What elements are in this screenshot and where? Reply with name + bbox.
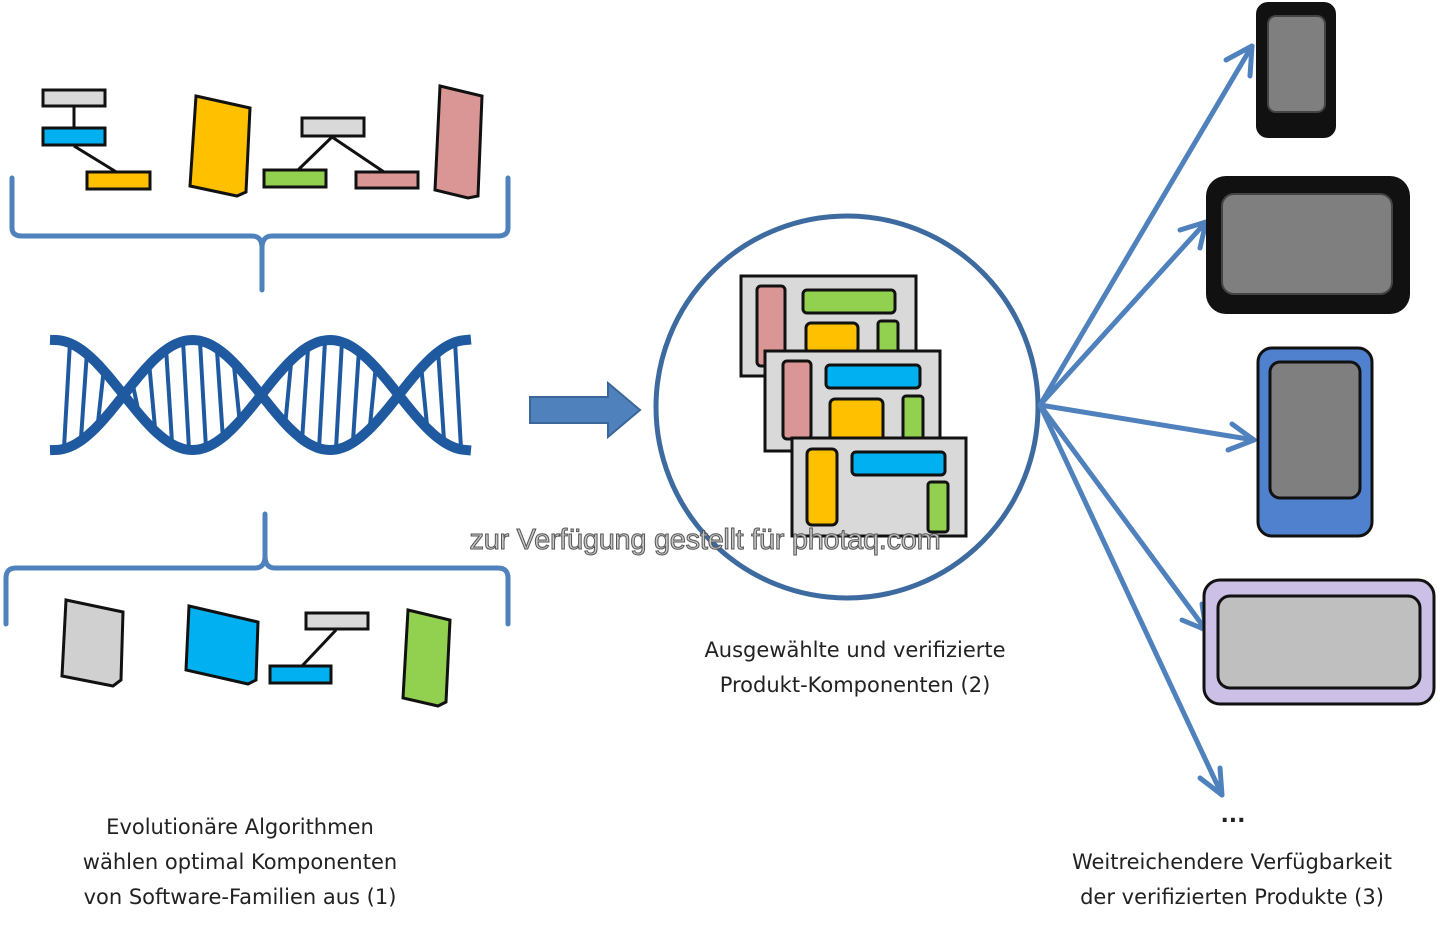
caption-line: Weitreichendere Verfügbarkeit [1071, 850, 1393, 874]
component-tree-icon [262, 116, 420, 190]
product-screens-icon [739, 274, 968, 538]
document-icon [401, 608, 452, 708]
dna-rung [283, 363, 293, 427]
dna-rung [164, 347, 174, 443]
component-tree-icon [41, 88, 152, 191]
caption-line: der verifizierten Produkte (3) [1080, 885, 1384, 909]
dna-rung [317, 340, 327, 450]
selection-circle [653, 213, 1041, 601]
document-icon [60, 598, 125, 688]
caption-line: Evolutionäre Algorithmen [106, 815, 374, 839]
bottom-brace [3, 511, 511, 627]
document-icon [188, 94, 252, 198]
dna-rung [368, 364, 378, 426]
caption-line: Ausgewählte und verifizierte [704, 638, 1006, 662]
caption-step-2: Ausgewählte und verifizierte Produkt-Kom… [655, 633, 1055, 703]
dna-icon [49, 334, 472, 456]
dna-rung [436, 349, 446, 441]
dna-rung [62, 341, 72, 449]
document-icon [433, 84, 484, 200]
smartphone-icon [1256, 2, 1336, 138]
laptop-screen-icon [1202, 578, 1436, 706]
component-tree-icon [268, 611, 370, 685]
tablet-icon [1206, 176, 1410, 314]
dna-rung [147, 361, 157, 429]
dna-rung [300, 348, 310, 442]
caption-line: Produkt-Komponenten (2) [719, 673, 991, 697]
distribution-arrows [1037, 43, 1257, 798]
dna-rung [181, 340, 191, 450]
dna-rung [334, 341, 344, 449]
ellipsis: ... [1220, 803, 1246, 828]
arrow-right-icon [529, 380, 642, 440]
smartphone-icon [1256, 346, 1374, 538]
dna-rung [215, 350, 225, 440]
dna-rung [79, 351, 89, 439]
caption-line: wählen optimal Komponenten [82, 850, 398, 874]
caption-line: von Software-Familien aus (1) [83, 885, 397, 909]
dna-rung [351, 349, 361, 441]
watermark: zur Verfügung gestellt für photaq.com [469, 524, 941, 557]
document-icon [184, 604, 260, 686]
caption-step-3: Weitreichendere Verfügbarkeit der verifi… [1032, 845, 1432, 915]
top-brace [9, 175, 511, 293]
dna-rung [198, 341, 208, 449]
dna-rung [419, 364, 429, 426]
caption-step-1: Evolutionäre Algorithmen wählen optimal … [40, 810, 440, 915]
dna-rung [453, 341, 463, 449]
